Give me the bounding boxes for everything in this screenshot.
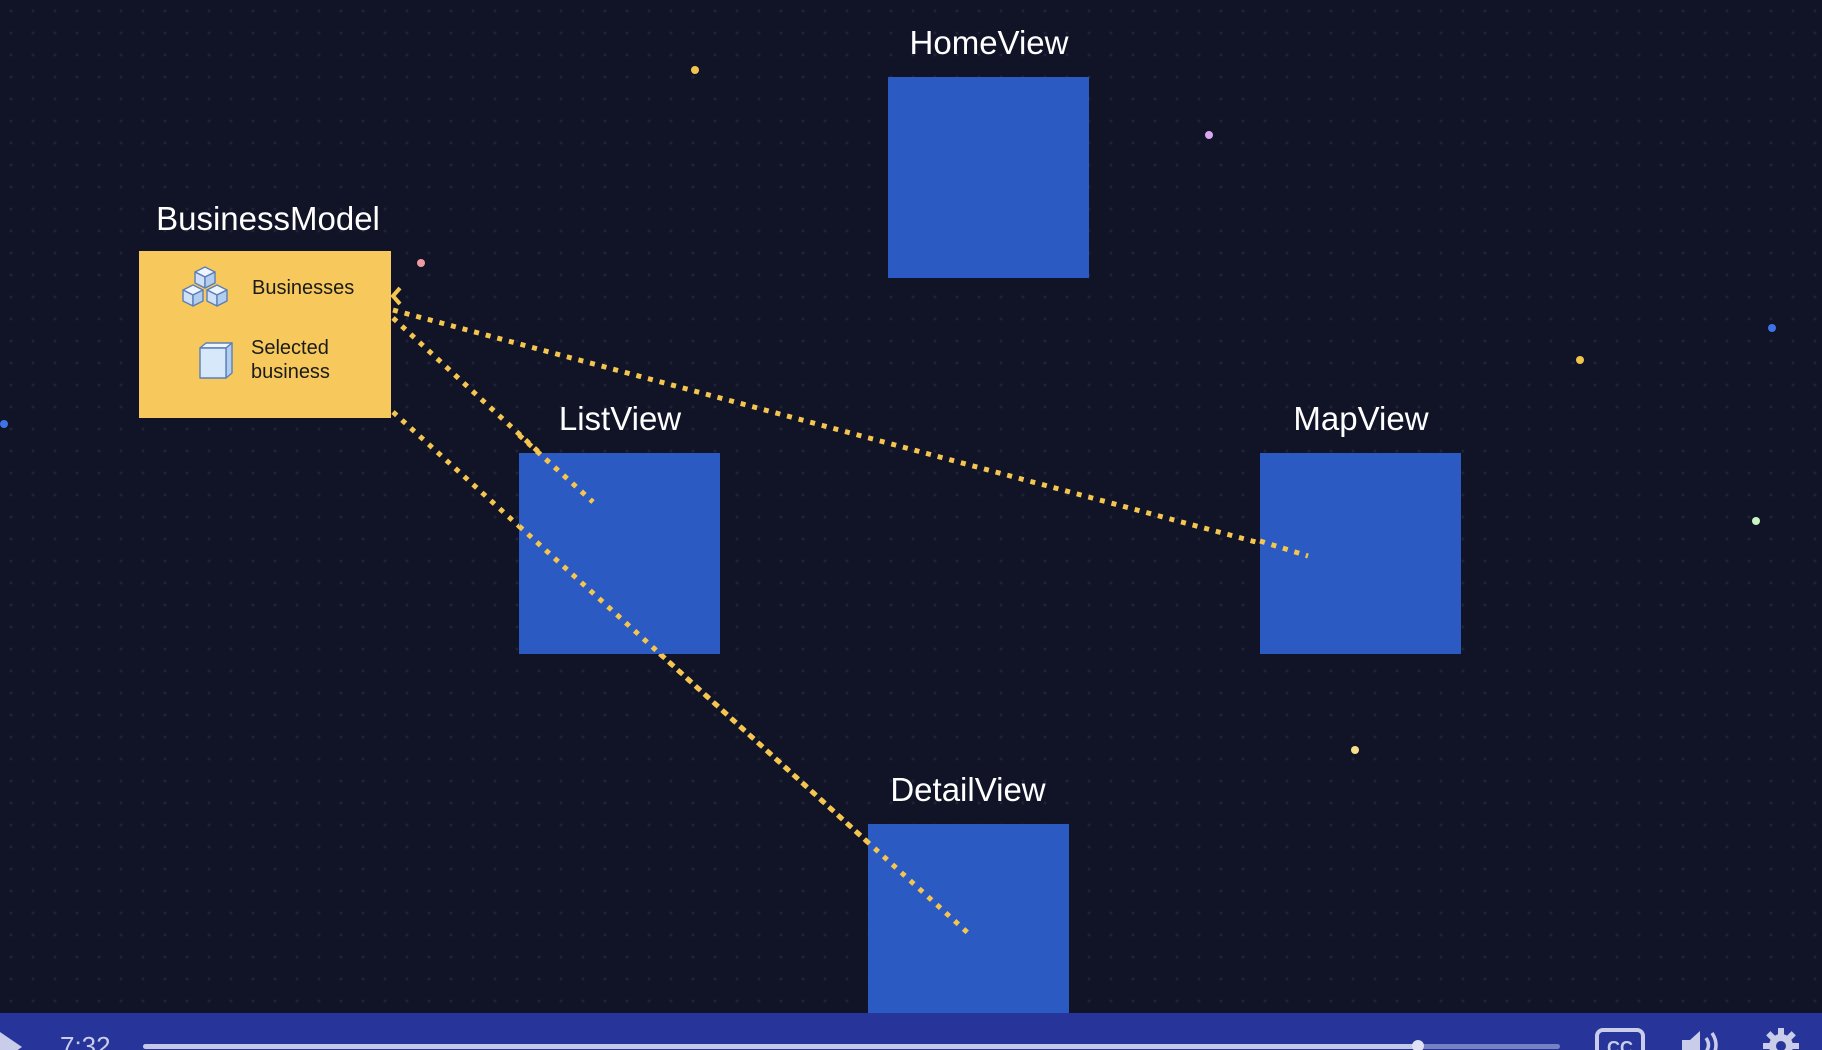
connector-to-list	[391, 316, 595, 504]
sparkle-dot	[1205, 131, 1213, 139]
detail-view-title: DetailView	[890, 771, 1046, 808]
connector-to-detail-tip	[517, 524, 970, 935]
svg-text:CC: CC	[1607, 1038, 1633, 1050]
model-item-label: Businesses	[252, 277, 355, 299]
map-view-title: MapView	[1293, 400, 1429, 437]
connector-to-list-tip	[517, 433, 595, 504]
closed-captions-icon[interactable]: CC	[1595, 1028, 1645, 1050]
current-time: 7:32	[60, 1031, 111, 1050]
model-title: BusinessModel	[156, 200, 380, 237]
play-icon[interactable]	[0, 1032, 26, 1050]
home-view-title: HomeView	[909, 24, 1069, 61]
connector-to-map-tip	[1259, 538, 1309, 559]
sparkle-dot	[1576, 356, 1584, 364]
sparkle-dot	[1768, 324, 1776, 332]
progress-thumb[interactable]	[1412, 1040, 1425, 1050]
cube-icon	[199, 342, 233, 379]
sparkle-dot	[1351, 746, 1359, 754]
model-item-businesses: Businesses	[178, 265, 354, 311]
detail-view-box	[868, 824, 1069, 1025]
connector-arrowhead	[390, 286, 402, 306]
model-item-selected-business: Selected business	[197, 336, 341, 384]
progress-fill	[143, 1044, 1419, 1049]
gear-icon[interactable]	[1761, 1026, 1801, 1050]
sparkle-dot	[1752, 517, 1760, 525]
volume-icon[interactable]	[1680, 1028, 1724, 1050]
list-view-box	[519, 453, 720, 654]
map-view-box	[1260, 453, 1461, 654]
list-view-title: ListView	[558, 400, 682, 437]
sparkle-dot	[0, 420, 8, 428]
sparkle-dot	[417, 259, 425, 267]
cubes-icon	[182, 266, 228, 307]
sparkle-dot	[691, 66, 699, 74]
progress-track[interactable]	[143, 1040, 1560, 1050]
player-controls: 7:32 CC	[0, 1013, 1822, 1050]
home-view-box	[888, 77, 1089, 278]
connector-to-map	[392, 307, 1309, 559]
model-item-label: Selected business	[251, 337, 330, 383]
business-model-box: Businesses Selected business	[139, 251, 391, 418]
